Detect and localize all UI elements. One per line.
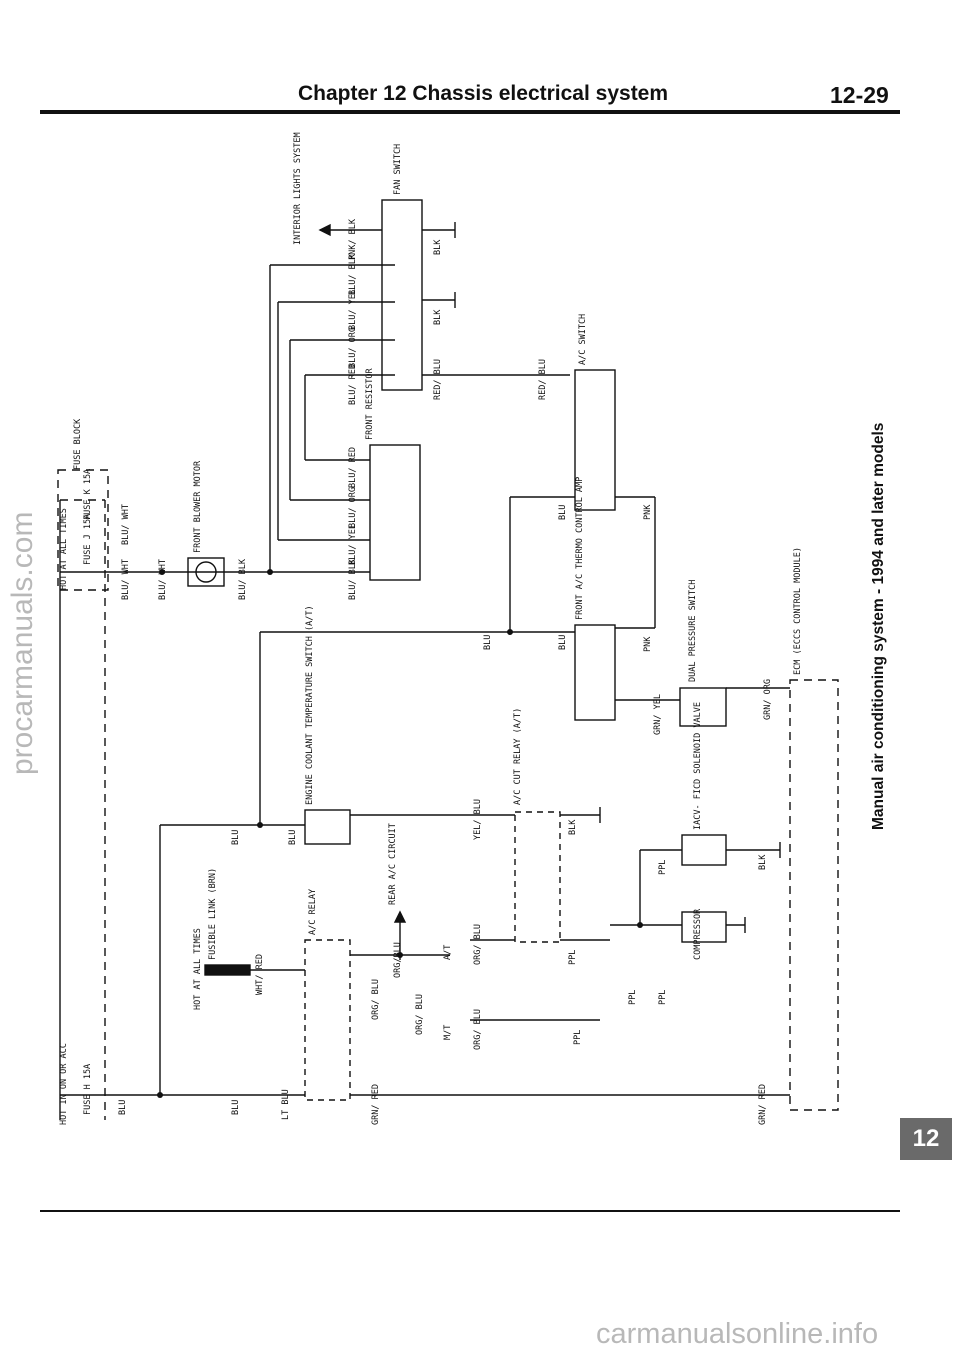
label-fusible-link: FUSIBLE LINK (BRN) <box>208 868 218 960</box>
wire-ppl-4: PPL <box>658 990 668 1005</box>
wire-org-blu-4: ORG/ BLU <box>473 1009 483 1050</box>
label-ecm: ECM (ECCS CONTROL MODULE) <box>793 547 803 675</box>
label-fuse-k: FUSE K 15A <box>83 469 93 520</box>
label-at: A/T <box>443 945 453 960</box>
section-tab: 12 <box>900 1118 952 1160</box>
label-fuse-j: FUSE J 15A <box>83 514 93 565</box>
wire-grn-org: GRN/ ORG <box>763 679 773 720</box>
label-ac-switch: A/C SWITCH <box>578 314 588 365</box>
label-iacv: IACV- FICD SOLENOID VALVE <box>693 702 703 830</box>
wire-blu-7: BLU <box>231 1100 241 1115</box>
wire-red-blu-2: RED/ BLU <box>538 359 548 400</box>
label-hot-at-all-times-2: HOT AT ALL TIMES <box>193 928 203 1010</box>
label-hot-in-on: HOT IN ON OR ACC <box>59 1043 69 1125</box>
wire-blu-2: BLU <box>483 635 493 650</box>
label-hot-at-all-times: HOT AT ALL TIMES <box>59 508 69 590</box>
label-fuse-block: FUSE BLOCK <box>73 418 83 470</box>
wire-ppl-5: PPL <box>573 1030 583 1045</box>
wire-blu-blk-3: BLU/ BLK <box>348 558 358 600</box>
wire-blu-org-1: BLU/ ORG <box>348 327 358 368</box>
chapter-title: Chapter 12 Chassis electrical system <box>298 82 669 105</box>
wire-blu-4: BLU <box>231 830 241 845</box>
label-compressor: COMPRESSOR <box>693 908 703 960</box>
wire-blk-2: BLK <box>433 309 443 325</box>
header-rule <box>40 110 900 114</box>
footer-rule <box>40 1210 900 1212</box>
wire-blu-org-2: BLU/ ORG <box>348 487 358 528</box>
wire-blk-1: BLK <box>433 239 443 255</box>
wire-blu-3: BLU <box>558 635 568 650</box>
label-fan-switch: FAN SWITCH <box>393 144 403 195</box>
wire-blu-red-2: BLU/ RED <box>348 447 358 488</box>
label-rear-ac: REAR A/C CIRCUIT <box>388 823 398 905</box>
wire-ppl-1: PPL <box>658 860 668 875</box>
label-ac-relay: A/C RELAY <box>308 889 318 935</box>
wire-ppl-3: PPL <box>628 990 638 1005</box>
wire-blu-wht-3: BLU/ WHT <box>158 559 168 600</box>
wire-org-slash-blu: ORG/BLU <box>393 942 403 978</box>
wire-red-blu-1: RED/ BLU <box>433 359 443 400</box>
label-engine-coolant: ENGINE COOLANT TEMPERATURE SWITCH (A/T) <box>305 605 315 805</box>
label-fuse-h: FUSE H 15A <box>83 1064 93 1115</box>
wire-blk-3: BLK <box>568 819 578 835</box>
wire-blu-1: BLU <box>558 505 568 520</box>
label-dual-pressure: DUAL PRESSURE SWITCH <box>688 580 698 682</box>
wire-blk-4: BLK <box>758 854 768 870</box>
wire-org-blu-3: ORG/ BLU <box>415 994 425 1035</box>
wire-blu-6: BLU <box>118 1100 128 1115</box>
wire-blu-wht-2: BLU/ WHT <box>121 559 131 600</box>
label-front-resistor: FRONT RESISTOR <box>365 367 375 440</box>
wire-yel-blu: YEL/ BLU <box>473 799 483 840</box>
wire-org-blu-1: ORG/ BLU <box>473 924 483 965</box>
label-thermo-amp: FRONT A/C THERMO CONTROL AMP <box>575 477 585 620</box>
wire-blu-yel-2: BLU/ YEL <box>348 524 358 565</box>
wire-pnk-1: PNK <box>643 504 653 520</box>
wire-blu-yel-1: BLU/ YEL <box>348 289 358 330</box>
label-ac-cut-relay: A/C CUT RELAY (A/T) <box>513 708 523 805</box>
page-number: 12-29 <box>830 82 889 108</box>
wire-org-blu-2: ORG/ BLU <box>371 979 381 1020</box>
wire-blu-wht-1: BLU/ WHT <box>121 504 131 545</box>
wire-blu-blk-2: BLU/ BLK <box>348 253 358 295</box>
wire-grn-yel: GRN/ YEL <box>653 694 663 735</box>
label-front-blower-motor: FRONT BLOWER MOTOR <box>193 460 203 553</box>
wire-ppl-2: PPL <box>568 950 578 965</box>
wire-blu-red-1: BLU/ RED <box>348 364 358 405</box>
wire-grn-red-2: GRN/ RED <box>758 1084 768 1125</box>
wire-grn-red-1: GRN/ RED <box>371 1084 381 1125</box>
watermark-bottom: carmanualsonline.info <box>596 1318 879 1350</box>
wire-pnk-blk: PNK/ BLK <box>348 218 358 260</box>
wire-blu-5: BLU <box>288 830 298 845</box>
wire-wht-red: WHT/ RED <box>255 954 265 995</box>
label-interior-lights: INTERIOR LIGHTS SYSTEM <box>293 132 303 245</box>
label-mt: M/T <box>443 1025 453 1040</box>
wire-lt-blu: LT BLU <box>281 1089 291 1120</box>
wire-pnk-2: PNK <box>643 636 653 652</box>
wire-blu-blk-1: BLU/ BLK <box>238 558 248 600</box>
